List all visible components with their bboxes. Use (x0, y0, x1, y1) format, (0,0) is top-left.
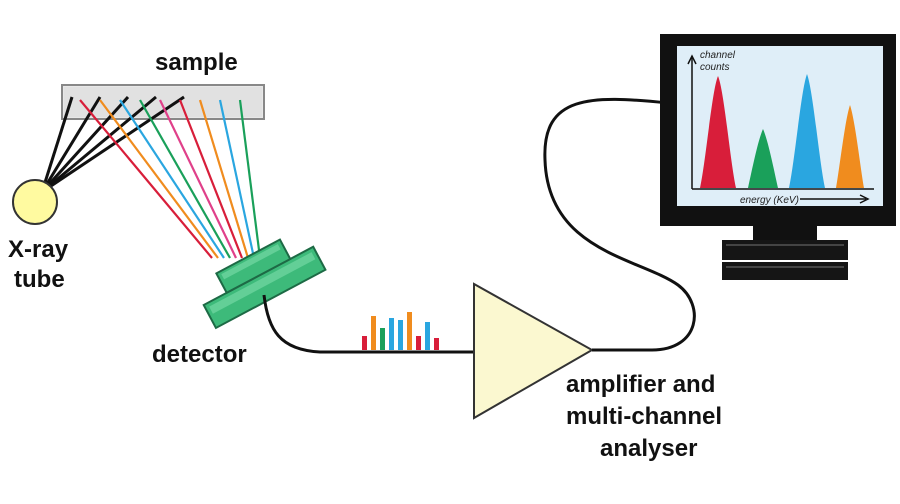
orange-peak (836, 105, 864, 188)
fluorescence-ray-2 (99, 99, 219, 259)
detector-cable (262, 294, 474, 354)
amplifier-label-line1: amplifier and (566, 371, 715, 398)
fluorescence-ray-8 (218, 99, 256, 259)
tube-ray-3 (40, 95, 130, 194)
fluorescence-ray-5 (159, 99, 237, 259)
pulse-bar (416, 336, 421, 350)
fluorescence-ray-4 (139, 99, 231, 259)
y-axis-label-line1: channel (700, 50, 736, 61)
pulse-bar (398, 320, 403, 350)
pulse-bar (380, 328, 385, 350)
pulse-bar (389, 318, 394, 350)
tube-rays (40, 95, 185, 194)
pulse-bar (434, 338, 439, 350)
spectrum-peaks (700, 74, 864, 188)
detector-label: detector (152, 341, 247, 368)
pulse-bar (425, 322, 430, 350)
tube-ray-4 (41, 95, 157, 194)
fluorescence-ray-9 (238, 99, 262, 259)
xray-tube-icon (12, 179, 58, 225)
xray-tube-label-line2: tube (14, 266, 65, 293)
y-axis-label-line2: counts (700, 62, 729, 73)
blue-peak (789, 74, 825, 188)
x-axis-label: energy (KeV) (740, 195, 799, 206)
sample-label: sample (155, 49, 238, 76)
detector-icon (202, 238, 327, 330)
green-peak (748, 129, 778, 188)
pulse-signals (362, 312, 439, 350)
fluorescence-ray-7 (198, 99, 250, 259)
fluorescence-rays (79, 99, 262, 259)
amplifier-label-line3: analyser (600, 435, 697, 462)
fluorescence-ray-6 (178, 99, 244, 259)
pulse-bar (407, 312, 412, 350)
monitor-icon (660, 34, 896, 280)
pulse-bar (371, 316, 376, 350)
spectrum-axes (687, 54, 874, 204)
pulse-bar (362, 336, 367, 350)
xray-tube-label-line1: X-ray (8, 236, 69, 263)
amplifier-label-line2: multi-channel (566, 403, 722, 430)
red-peak (700, 76, 736, 188)
monitor-cable (543, 97, 696, 352)
fluorescence-ray-3 (119, 99, 225, 259)
tube-ray-1 (40, 96, 74, 193)
tube-ray-5 (41, 95, 185, 194)
fluorescence-ray-1 (79, 99, 213, 259)
amplifier-triangle-icon (473, 282, 595, 420)
